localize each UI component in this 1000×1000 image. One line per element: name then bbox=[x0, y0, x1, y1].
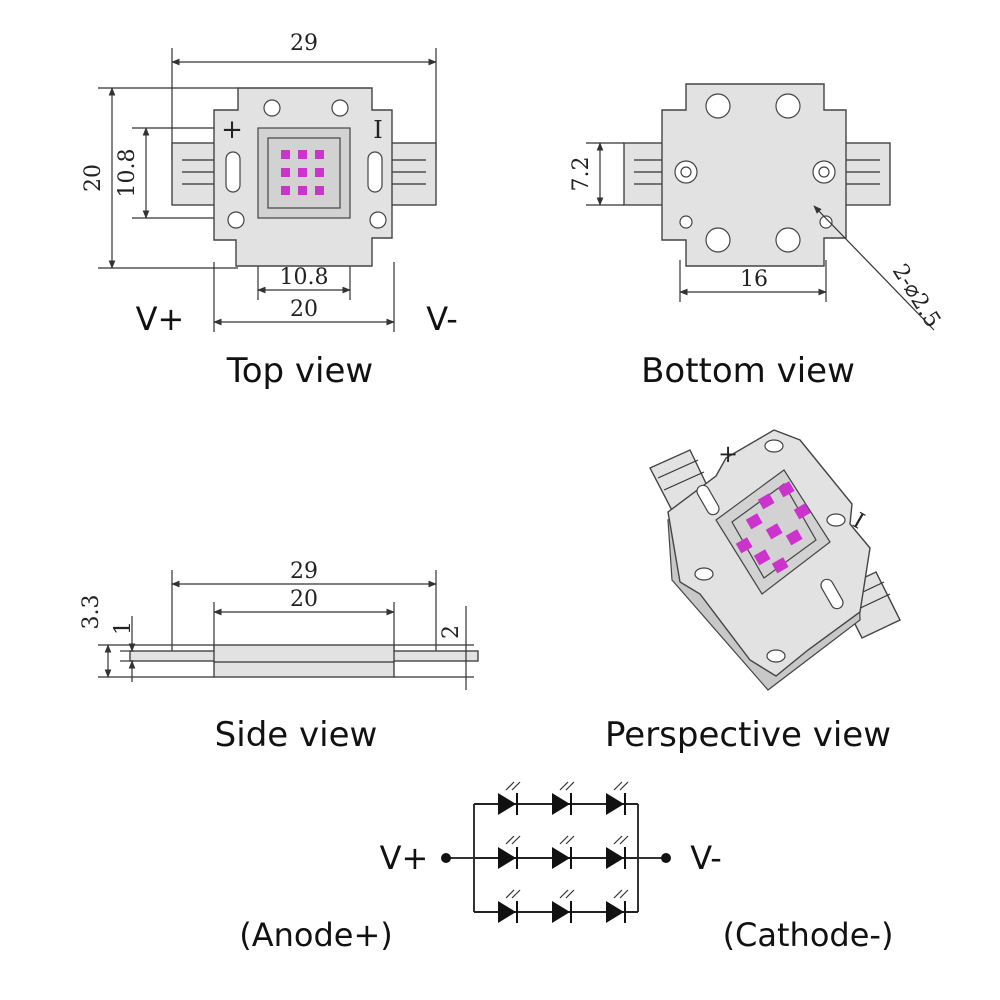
anode-label: (Anode+) bbox=[239, 916, 393, 954]
bottom-dim-hole-spacing: 16 bbox=[740, 267, 768, 292]
top-plus-mark: + bbox=[221, 115, 243, 145]
top-vminus-label: V- bbox=[426, 300, 458, 338]
side-view: 29 20 3.3 1 2 Side view bbox=[79, 559, 479, 755]
top-dim-height-inner: 10.8 bbox=[115, 149, 140, 198]
led-symbol bbox=[498, 889, 521, 923]
persp-plus-mark: + bbox=[718, 440, 738, 468]
led-symbol bbox=[498, 835, 521, 869]
led-symbol bbox=[606, 835, 629, 869]
top-dim-width-inner: 10.8 bbox=[280, 265, 329, 290]
schematic-vplus-label: V+ bbox=[380, 839, 429, 877]
bottom-dim-pad-height: 7.2 bbox=[569, 157, 594, 192]
perspective-view-caption: Perspective view bbox=[605, 715, 891, 755]
side-dim-height-pad: 1 bbox=[111, 621, 136, 635]
top-dim-height-total: 20 bbox=[81, 164, 106, 192]
bottom-view-caption: Bottom view bbox=[641, 351, 855, 391]
bottom-body bbox=[661, 83, 847, 267]
led-symbol bbox=[606, 889, 629, 923]
top-dim-width-total: 29 bbox=[290, 31, 318, 56]
anode-node bbox=[441, 853, 451, 863]
led-symbol bbox=[552, 889, 575, 923]
led-grid bbox=[474, 781, 638, 923]
cathode-node bbox=[661, 853, 671, 863]
led-symbol bbox=[552, 835, 575, 869]
side-dim-width-total: 29 bbox=[290, 559, 318, 584]
led-symbol bbox=[552, 781, 575, 815]
top-right-terminal bbox=[385, 142, 437, 206]
led-symbol bbox=[606, 781, 629, 815]
top-view-caption: Top view bbox=[226, 351, 373, 391]
led-schematic: V+ V- (Anode+) (Cathode-) bbox=[239, 781, 894, 954]
bottom-dim-hole: 2-⌀2.5 bbox=[887, 260, 945, 332]
side-dim-width-body: 20 bbox=[290, 587, 318, 612]
led-symbol bbox=[498, 781, 521, 815]
side-view-caption: Side view bbox=[215, 715, 378, 755]
side-dim-height-body: 2 bbox=[439, 625, 464, 639]
schematic-vminus-label: V- bbox=[690, 839, 722, 877]
top-view: 29 20 10.8 10.8 20 bbox=[81, 31, 458, 391]
top-dim-width-body: 20 bbox=[290, 297, 318, 322]
bottom-view: 7.2 16 2-⌀2.5 Bottom view bbox=[569, 83, 945, 391]
top-minus-mark: I bbox=[373, 116, 382, 144]
side-body bbox=[213, 644, 395, 678]
side-dim-height-total: 3.3 bbox=[79, 595, 104, 630]
top-vplus-label: V+ bbox=[136, 300, 185, 338]
perspective-view: + I Perspective view bbox=[605, 429, 901, 755]
cathode-label: (Cathode-) bbox=[723, 916, 894, 954]
